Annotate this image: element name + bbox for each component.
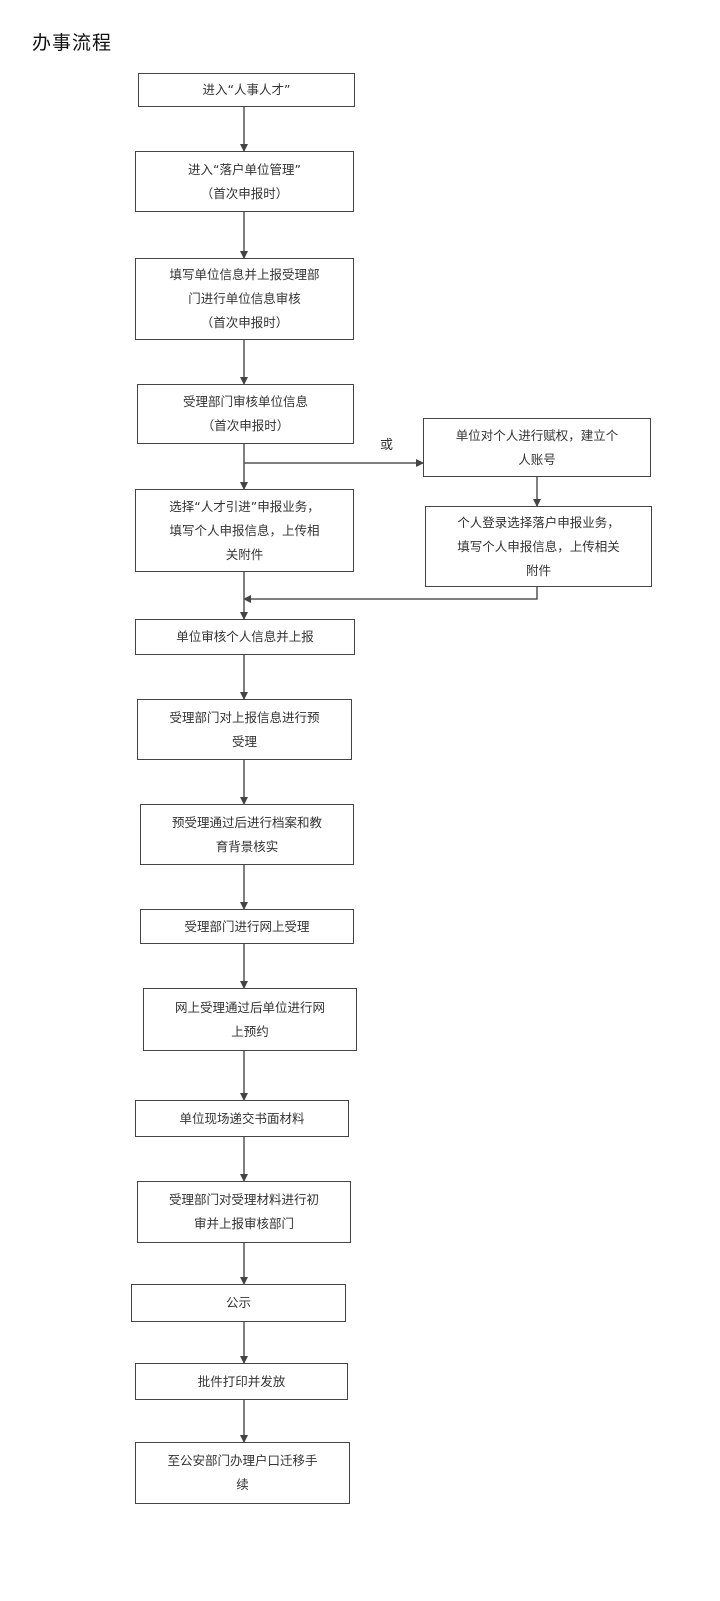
step-online-appointment: 网上受理通过后单位进行网 上预约	[143, 988, 357, 1051]
step-line: 至公安部门办理户口迁移手	[167, 1453, 318, 1468]
step-unit-grant-account: 单位对个人进行赋权，建立个 人账号	[423, 418, 651, 477]
step-fill-unit-info: 填写单位信息并上报受理部 门进行单位信息审核 （首次申报时）	[135, 258, 354, 340]
step-line: 选择“人才引进”申报业务，	[169, 498, 320, 514]
step-unit-review-personal: 单位审核个人信息并上报	[135, 619, 355, 655]
step-line: 门进行单位信息审核	[188, 291, 301, 306]
step-line: 关附件	[225, 546, 264, 562]
step-line: 填写单位信息并上报受理部	[169, 267, 320, 282]
step-line: （首次申报时）	[200, 315, 289, 330]
step-line: 单位对个人进行赋权，建立个	[455, 427, 619, 443]
step-line: 预受理通过后进行档案和教	[171, 814, 322, 830]
step-review-unit-info: 受理部门审核单位信息 （首次申报时）	[137, 384, 354, 444]
step-line: 填写个人申报信息，上传相	[169, 522, 320, 538]
step-line: 育背景核实	[215, 838, 279, 854]
step-select-talent-intro: 选择“人才引进”申报业务， 填写个人申报信息，上传相 关附件	[135, 489, 354, 572]
step-online-acceptance: 受理部门进行网上受理	[140, 909, 354, 944]
step-line: 上预约	[231, 1023, 269, 1039]
step-line: 附件	[525, 562, 551, 578]
step-line: 进入“落户单位管理”	[188, 161, 301, 177]
step-public-notice: 公示	[131, 1284, 346, 1322]
step-line: 续	[236, 1477, 249, 1492]
step-verify-archives: 预受理通过后进行档案和教 育背景核实	[140, 804, 354, 865]
step-line: 填写个人申报信息，上传相关	[457, 538, 620, 554]
step-household-transfer: 至公安部门办理户口迁移手 续	[135, 1442, 350, 1504]
step-line: 受理	[231, 733, 257, 749]
step-personal-login-apply: 个人登录选择落户申报业务， 填写个人申报信息，上传相关 附件	[425, 506, 652, 587]
page-title: 办事流程	[32, 32, 113, 54]
step-line: （首次申报时）	[200, 185, 289, 201]
step-print-issue-approval: 批件打印并发放	[135, 1363, 348, 1400]
step-initial-review: 受理部门对受理材料进行初 审并上报审核部门	[137, 1181, 351, 1243]
step-line: 网上受理通过后单位进行网	[174, 999, 325, 1015]
branch-or-label: 或	[380, 438, 394, 453]
step-line: 单位现场递交书面材料	[179, 1110, 305, 1126]
step-line: 进入“人事人才”	[202, 82, 291, 97]
arrow-r2-merge	[243, 587, 538, 603]
step-line: 单位审核个人信息并上报	[176, 629, 314, 644]
step-submit-materials: 单位现场递交书面材料	[135, 1100, 349, 1137]
step-line: 受理部门进行网上受理	[184, 918, 310, 934]
step-line: 批件打印并发放	[197, 1373, 286, 1389]
step-line: 审并上报审核部门	[193, 1216, 294, 1231]
step-line: 受理部门审核单位信息	[182, 394, 308, 409]
step-line: 受理部门对上报信息进行预	[169, 709, 320, 725]
step-enter-settlement-unit-mgmt: 进入“落户单位管理” （首次申报时）	[135, 151, 354, 212]
step-enter-hr-talent: 进入“人事人才”	[138, 73, 355, 107]
step-line: （首次申报时）	[201, 418, 290, 433]
step-line: 受理部门对受理材料进行初	[168, 1192, 319, 1207]
step-pre-acceptance: 受理部门对上报信息进行预 受理	[137, 699, 352, 760]
step-line: 公示	[225, 1295, 251, 1310]
step-line: 个人登录选择落户申报业务，	[457, 514, 620, 530]
step-line: 人账号	[518, 451, 556, 467]
